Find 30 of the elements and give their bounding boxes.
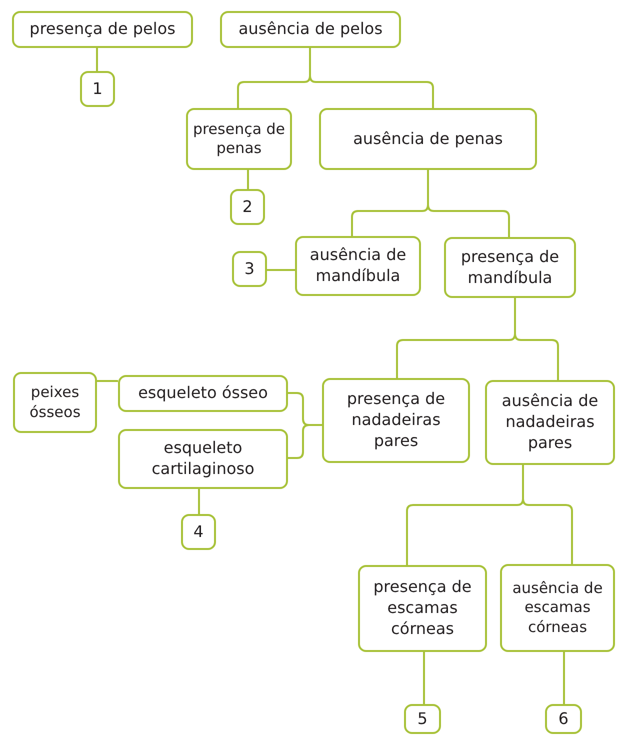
trait-box: presença de mandíbula xyxy=(444,237,576,298)
trait-box: ausência de escamas córneas xyxy=(500,564,615,652)
connector-line xyxy=(198,489,200,514)
trait-box: ausência de penas xyxy=(319,108,537,170)
connector-line xyxy=(514,298,559,380)
number-box: 5 xyxy=(404,704,441,734)
connector-line xyxy=(247,170,249,189)
number-box: 2 xyxy=(230,189,265,225)
trait-box: ausência de pelos xyxy=(220,11,401,48)
trait-box: ausência de nadadeiras pares xyxy=(485,380,615,465)
connector-line xyxy=(423,652,425,704)
number-box: 1 xyxy=(80,71,115,107)
connector-line xyxy=(522,465,573,564)
connector-line xyxy=(563,652,565,704)
trait-box: presença de escamas córneas xyxy=(358,565,487,652)
connector-line xyxy=(309,48,434,108)
trait-box: presença de pelos xyxy=(12,11,193,48)
trait-box: presença de penas xyxy=(186,108,292,170)
connector-line xyxy=(427,170,510,237)
trait-box: esqueleto ósseo xyxy=(118,375,288,412)
number-box: 6 xyxy=(545,704,582,734)
trait-box: peixes ósseos xyxy=(13,372,97,433)
number-box: 3 xyxy=(232,251,267,287)
connector-line xyxy=(267,269,295,271)
trait-box: presença de nadadeiras pares xyxy=(322,378,470,463)
number-box: 4 xyxy=(181,514,216,550)
trait-box: esqueleto cartilaginoso xyxy=(118,429,288,489)
trait-box: ausência de mandíbula xyxy=(295,236,421,296)
connector-line xyxy=(97,380,118,382)
connector-line xyxy=(96,48,98,71)
